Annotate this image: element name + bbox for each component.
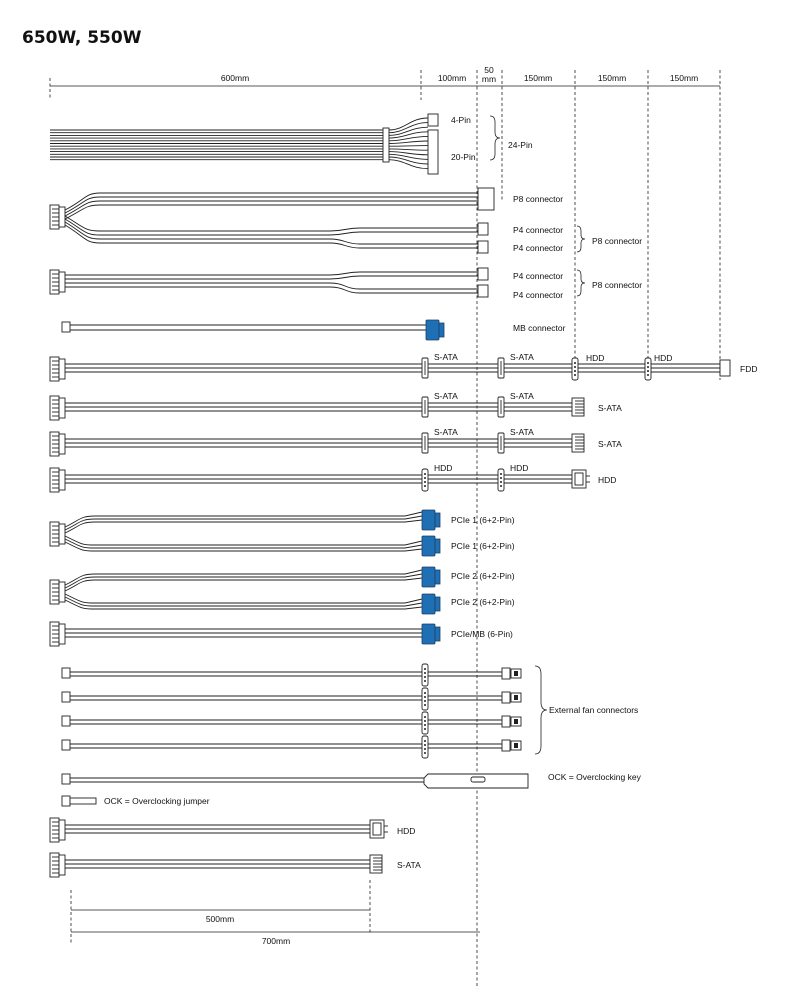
label-20pin: 20-Pin [451, 152, 476, 162]
cpu-cable-1: P8 connector P4 connector P4 connector P… [49, 187, 642, 254]
top-dimension-lines: 600mm 100mm 50 mm 150mm 150mm 150mm [49, 65, 721, 987]
pcie1-cable: PCIe 1 (6+2-Pin) PCIe 1 (6+2-Pin) [49, 509, 515, 557]
label-hdd-2c: HDD [598, 475, 616, 485]
label-4pin: 4-Pin [451, 115, 471, 125]
label-hdd-1b: HDD [654, 353, 672, 363]
pcie-mb-cable: PCIe/MB (6-Pin) [49, 621, 513, 647]
atx-24pin-cable: 4-Pin 20-Pin 24-Pin [50, 113, 533, 175]
label-fdd: FDD [740, 364, 757, 374]
hdd-cable: HDD HDD HDD [49, 463, 616, 493]
short-sata-cable: S-ATA [49, 852, 421, 878]
sata-cable-2: S-ATA S-ATA S-ATA [49, 391, 622, 421]
dim-100mm: 100mm [438, 73, 466, 83]
label-p8-c: P8 connector [592, 280, 642, 290]
dim-150mm-c: 150mm [670, 73, 698, 83]
fan-cables: External fan connectors [61, 663, 638, 759]
sata-cable-3: S-ATA S-ATA S-ATA [49, 427, 622, 457]
label-sata-3b: S-ATA [510, 427, 534, 437]
sata-hdd-fdd-cable: S-ATA S-ATA HDD HDD FDD [49, 352, 757, 382]
dim-600mm: 600mm [221, 73, 249, 83]
label-p4-c: P4 connector [513, 271, 563, 281]
label-p4-d: P4 connector [513, 290, 563, 300]
label-p4-a: P4 connector [513, 225, 563, 235]
label-sata-2c: S-ATA [598, 403, 622, 413]
label-p8-b: P8 connector [592, 236, 642, 246]
label-mb-connector: MB connector [513, 323, 566, 333]
fan-cable-4 [61, 735, 522, 759]
dim-50-unit: mm [482, 74, 496, 84]
page-title: 650W, 550W [22, 28, 142, 48]
bottom-dimension-lines: 500mm 700mm [70, 880, 480, 946]
ock-cable: OCK = Overclocking key OCK = Overclockin… [61, 772, 642, 807]
label-pcie2-a: PCIe 2 (6+2-Pin) [451, 571, 515, 581]
pcie2-cable: PCIe 2 (6+2-Pin) PCIe 2 (6+2-Pin) [49, 566, 515, 615]
label-p4-b: P4 connector [513, 243, 563, 253]
label-hdd-2a: HDD [434, 463, 452, 473]
label-ock-jumper: OCK = Overclocking jumper [104, 796, 210, 806]
fan-cable-2 [61, 687, 522, 711]
fan-cable-3 [61, 711, 522, 735]
label-sata-1b: S-ATA [510, 352, 534, 362]
label-hdd-3: HDD [397, 826, 415, 836]
label-p8-a: P8 connector [513, 194, 563, 204]
label-pcie2-b: PCIe 2 (6+2-Pin) [451, 597, 515, 607]
label-sata-2b: S-ATA [510, 391, 534, 401]
label-sata-4: S-ATA [397, 860, 421, 870]
dim-500mm: 500mm [206, 914, 234, 924]
cpu-cable-2: P4 connector P4 connector P8 connector [49, 267, 642, 300]
dim-150mm-a: 150mm [524, 73, 552, 83]
label-external-fans: External fan connectors [549, 705, 638, 715]
short-hdd-cable: HDD [49, 817, 415, 843]
label-pcie1-b: PCIe 1 (6+2-Pin) [451, 541, 515, 551]
label-24pin: 24-Pin [508, 140, 533, 150]
label-sata-3c: S-ATA [598, 439, 622, 449]
label-pcie1-a: PCIe 1 (6+2-Pin) [451, 515, 515, 525]
label-hdd-1a: HDD [586, 353, 604, 363]
dim-700mm: 700mm [262, 936, 290, 946]
dim-150mm-b: 150mm [598, 73, 626, 83]
label-sata-3a: S-ATA [434, 427, 458, 437]
dim-50: 50 [484, 65, 494, 75]
label-ock-key: OCK = Overclocking key [548, 772, 642, 782]
label-pcie-mb: PCIe/MB (6-Pin) [451, 629, 513, 639]
label-sata-1a: S-ATA [434, 352, 458, 362]
label-hdd-2b: HDD [510, 463, 528, 473]
mb-connector-cable: MB connector [61, 319, 566, 341]
fan-cable-1 [61, 663, 522, 687]
label-sata-2a: S-ATA [434, 391, 458, 401]
